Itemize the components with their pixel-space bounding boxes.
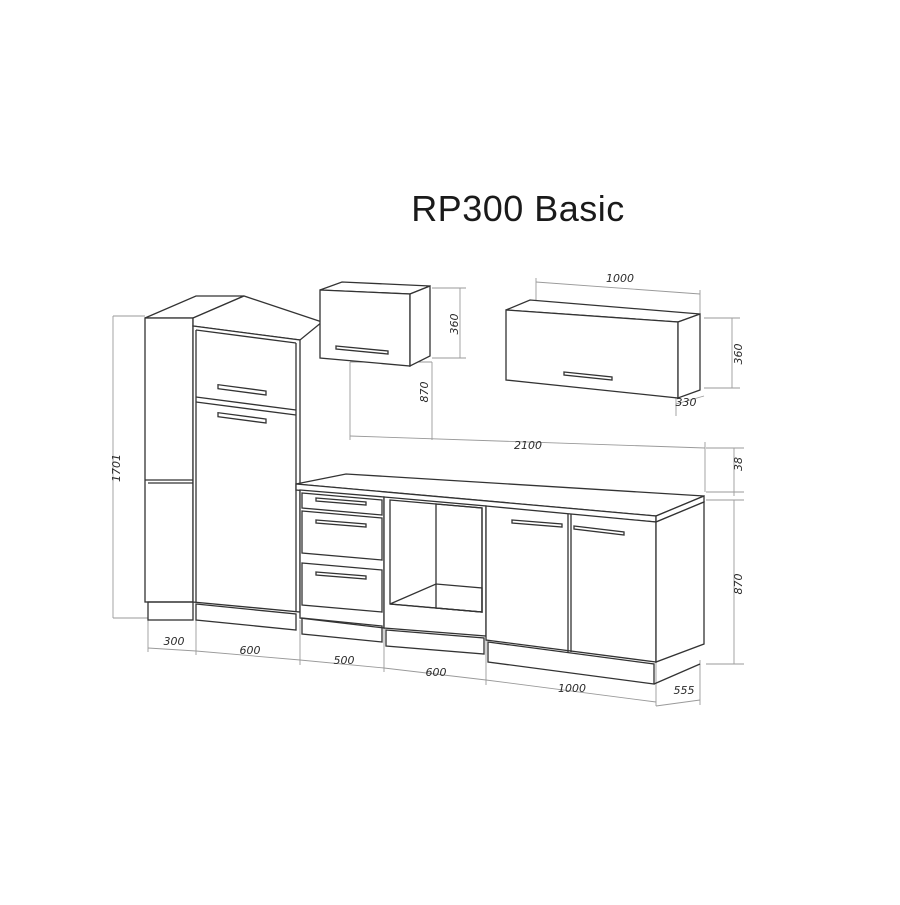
tall-narrow-plinth xyxy=(147,601,194,621)
drawer-3 xyxy=(301,562,383,613)
dim-base-height: 870 xyxy=(732,574,745,595)
dimension-labels: 1701 300 600 500 600 1000 555 870 38 210… xyxy=(110,272,745,697)
tall-fridge-body xyxy=(192,325,301,613)
tall-narrow-cabinet xyxy=(144,295,245,621)
dim-oven-unit-width: 600 xyxy=(426,666,447,679)
drawer-1-handle[interactable] xyxy=(315,497,367,506)
dim-worktop-thickness: 38 xyxy=(732,457,745,471)
oven-housing-body xyxy=(383,496,487,637)
drawer-3-handle[interactable] xyxy=(315,571,367,580)
dim-base-depth: 555 xyxy=(674,684,695,697)
small-wall-front xyxy=(319,289,411,367)
drawer-2-handle[interactable] xyxy=(315,519,367,528)
sink-right-door-handle[interactable] xyxy=(573,525,625,536)
sink-unit xyxy=(485,501,705,685)
small-wall-unit xyxy=(319,281,431,368)
oven-housing-unit xyxy=(383,496,487,655)
drawer-unit xyxy=(299,489,385,643)
dim-tall-narrow-width: 300 xyxy=(164,635,185,648)
dim-tall-height: 1701 xyxy=(110,454,123,482)
dim-wall-mount-height: 870 xyxy=(418,382,431,403)
oven-floor xyxy=(389,583,483,613)
drawer-unit-plinth xyxy=(301,617,383,643)
sink-unit-side xyxy=(655,501,705,663)
drawer-1 xyxy=(301,492,383,516)
large-wall-front xyxy=(505,309,679,399)
tall-fridge-plinth xyxy=(195,603,297,631)
oven-housing-plinth xyxy=(385,629,485,655)
sink-left-door-handle[interactable] xyxy=(511,519,563,528)
fridge-door-handle[interactable] xyxy=(217,411,267,424)
dim-worktop-length: 2100 xyxy=(514,439,542,452)
small-wall-side xyxy=(409,285,431,368)
tall-narrow-body xyxy=(144,317,194,603)
dim-sink-unit-width: 1000 xyxy=(558,682,586,695)
dim-large-wall-width: 1000 xyxy=(606,272,634,285)
page-title: RP300 Basic xyxy=(411,188,625,229)
large-wall-handle[interactable] xyxy=(563,371,613,381)
small-wall-handle[interactable] xyxy=(335,345,389,355)
dimension-lines xyxy=(112,278,744,707)
dim-tall-fridge-width: 600 xyxy=(240,644,261,657)
large-wall-unit xyxy=(505,299,701,399)
fridge-top-handle[interactable] xyxy=(217,383,267,396)
dim-drawer-unit-width: 500 xyxy=(334,654,355,667)
dim-small-wall-height: 360 xyxy=(448,314,461,335)
drawer-2 xyxy=(301,510,383,561)
dim-large-wall-height: 360 xyxy=(732,344,745,365)
large-wall-side xyxy=(677,313,701,399)
dim-wall-unit-depth: 330 xyxy=(676,396,697,409)
tall-fridge-cabinet xyxy=(192,295,324,631)
